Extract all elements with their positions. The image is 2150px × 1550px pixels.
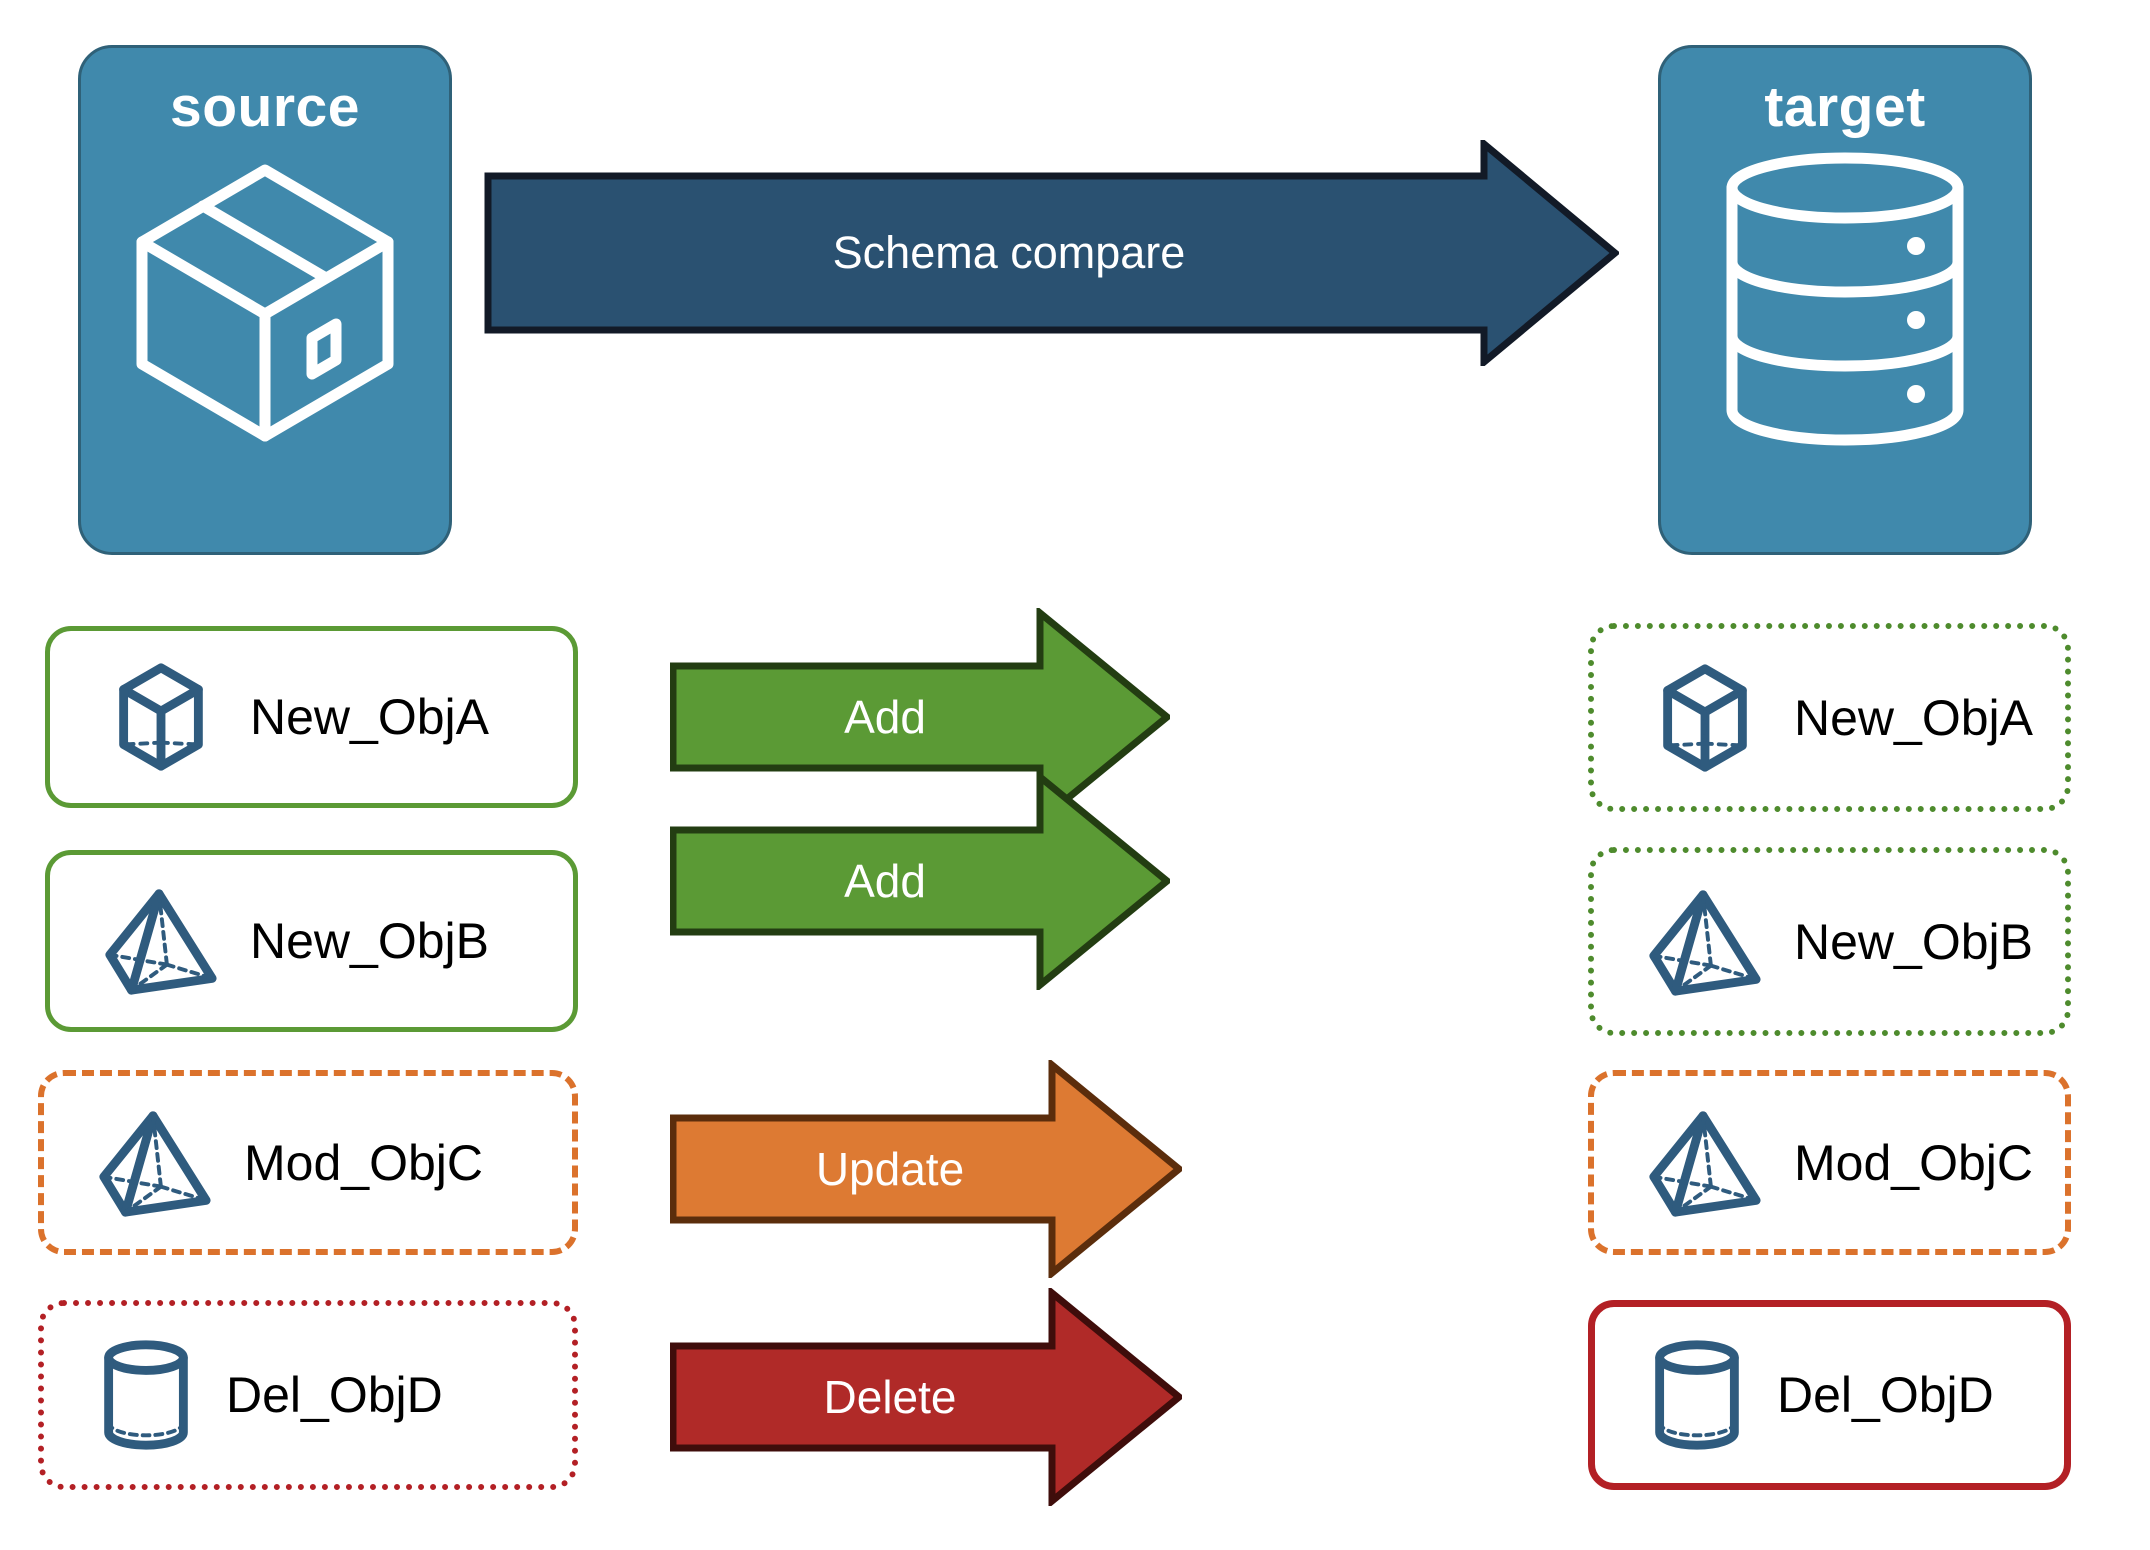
wireframe-pyramid-icon	[1646, 1104, 1764, 1222]
source-object-box-2[interactable]: Mod_ObjC	[38, 1070, 578, 1255]
wireframe-cube-icon	[1646, 659, 1764, 777]
wireframe-pyramid-icon	[1646, 883, 1764, 1001]
database-cylinder-icon	[1720, 152, 1970, 457]
target-title: target	[1764, 75, 1926, 139]
source-object-label-0: New_ObjA	[250, 689, 489, 745]
target-object-box-1[interactable]: New_ObjB	[1588, 847, 2071, 1036]
wireframe-pyramid-icon	[102, 882, 220, 1000]
wireframe-cylinder-icon	[96, 1336, 196, 1454]
wireframe-cylinder-icon	[1647, 1336, 1747, 1454]
source-object-label-1: New_ObjB	[250, 913, 489, 969]
row-arrow-add-0[interactable]	[670, 608, 1170, 826]
target-object-label-0: New_ObjA	[1794, 689, 2033, 746]
wireframe-cube-icon	[102, 658, 220, 776]
target-object-box-0[interactable]: New_ObjA	[1588, 623, 2071, 812]
source-object-box-1[interactable]: New_ObjB	[45, 850, 578, 1032]
source-object-label-3: Del_ObjD	[226, 1367, 443, 1423]
target-endpoint-card[interactable]: target	[1658, 45, 2032, 555]
row-arrow-delete[interactable]	[670, 1288, 1182, 1506]
package-box-icon	[130, 152, 400, 457]
source-title: source	[170, 75, 360, 139]
row-arrow-add-1[interactable]	[670, 772, 1170, 990]
target-object-label-1: New_ObjB	[1794, 913, 2033, 970]
source-object-box-3[interactable]: Del_ObjD	[38, 1300, 578, 1490]
target-object-box-2[interactable]: Mod_ObjC	[1588, 1070, 2071, 1255]
source-object-label-2: Mod_ObjC	[244, 1134, 483, 1191]
target-object-box-3[interactable]: Del_ObjD	[1588, 1300, 2071, 1490]
source-object-box-0[interactable]: New_ObjA	[45, 626, 578, 808]
target-object-label-2: Mod_ObjC	[1794, 1134, 2033, 1191]
row-arrow-update[interactable]	[670, 1060, 1182, 1278]
wireframe-pyramid-icon	[96, 1104, 214, 1222]
schema-compare-arrow[interactable]	[484, 140, 1619, 366]
target-object-label-3: Del_ObjD	[1777, 1367, 1994, 1423]
source-endpoint-card[interactable]: source	[78, 45, 452, 555]
